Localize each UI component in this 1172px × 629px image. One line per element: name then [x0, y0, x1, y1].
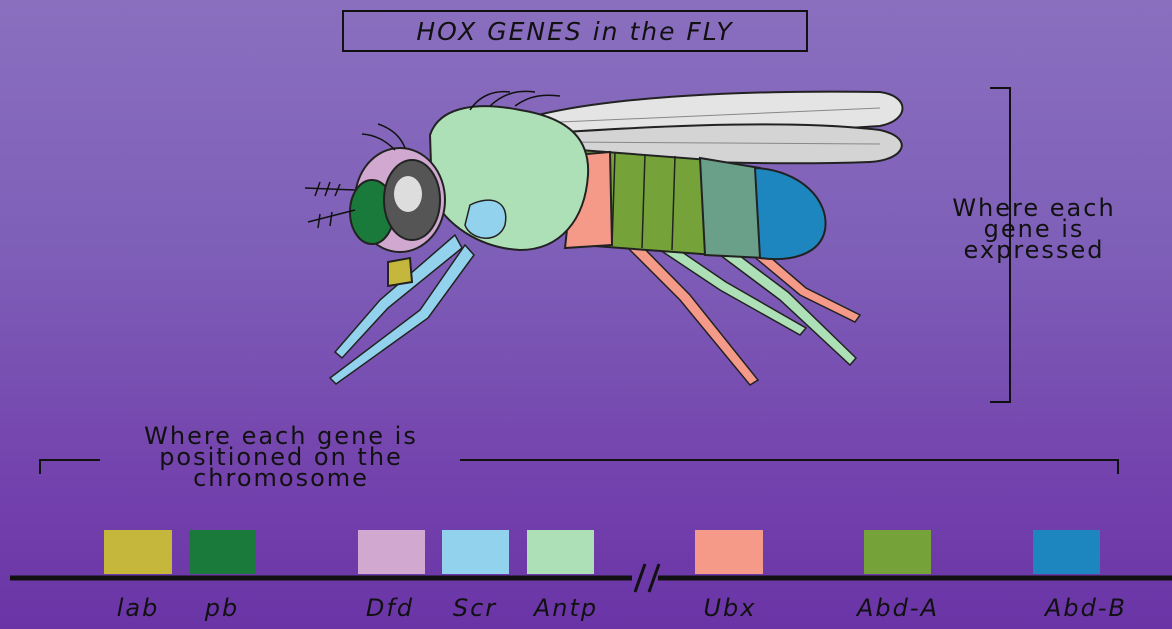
gene-box-dfd — [358, 530, 425, 574]
gene-label-ubx: Ubx — [703, 594, 756, 622]
gene-box-ubx — [695, 530, 763, 574]
gene-box-scr — [442, 530, 509, 574]
fly-antennae — [305, 182, 355, 228]
gene-box-lab — [104, 530, 172, 574]
fly-scr-segment — [465, 200, 506, 238]
chromosome-break-mark — [635, 564, 659, 592]
gene-label-antp: Antp — [534, 594, 598, 622]
gene-label-dfd: Dfd — [366, 594, 414, 622]
expression-label: Where each gene is expressed — [914, 198, 1154, 261]
fly-thorax — [430, 106, 588, 250]
chromosome-label: Where each gene is positioned on the chr… — [96, 426, 466, 489]
gene-label-scr: Scr — [453, 594, 497, 622]
fly-abdomen — [580, 150, 826, 259]
gene-label-abd-a: Abd-A — [857, 594, 939, 622]
gene-label-lab: lab — [117, 594, 160, 622]
gene-label-pb: pb — [205, 594, 239, 622]
gene-box-abd-a — [864, 530, 931, 574]
gene-label-abd-b: Abd-B — [1045, 594, 1127, 622]
gene-box-abd-b — [1033, 530, 1100, 574]
gene-box-pb — [189, 530, 256, 574]
gene-box-antp — [527, 530, 594, 574]
